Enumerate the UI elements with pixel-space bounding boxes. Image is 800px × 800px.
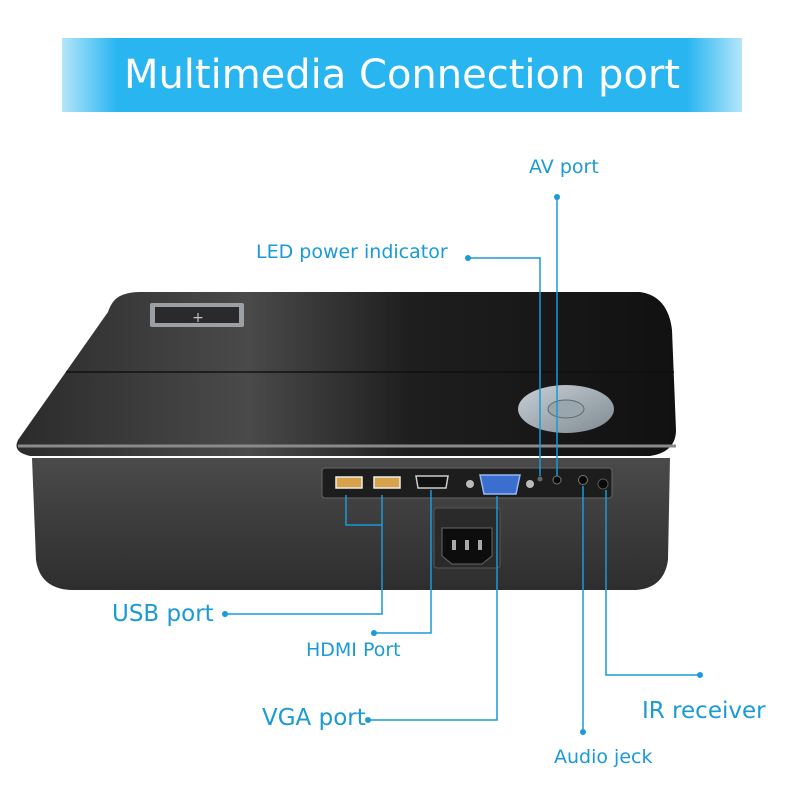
title-banner: Multimedia Connection port (62, 38, 742, 112)
audio-jack (578, 475, 588, 485)
svg-text:+: + (192, 310, 204, 326)
page-title: Multimedia Connection port (123, 52, 681, 98)
vent-inner (155, 307, 239, 323)
usb-port-label: USB port (112, 601, 214, 627)
callout-lines (225, 197, 700, 732)
hdmi-port-label: HDMI Port (306, 639, 401, 661)
hdmi-port (415, 475, 449, 489)
vga-screw-left (466, 480, 474, 488)
av-port-label: AV port (529, 156, 599, 178)
banner-background (62, 38, 742, 112)
audio-jack-label: Audio jeck (554, 746, 653, 768)
callout-dots (222, 194, 703, 735)
vga-port-label: VGA port (262, 705, 366, 731)
vga-port (479, 474, 521, 495)
top-surface (16, 292, 676, 456)
led-power-indicator-label: LED power indicator (256, 241, 448, 263)
ir-receiver-label: IR receiver (642, 698, 766, 724)
usb-port-2 (373, 476, 401, 489)
led-power-indicator-dot (537, 476, 543, 482)
ir-receiver-window (597, 478, 609, 490)
av-port-jack (552, 475, 562, 485)
usb-port-1 (335, 476, 363, 489)
control-pad-center (547, 399, 585, 419)
vga-screw-right (526, 480, 534, 488)
